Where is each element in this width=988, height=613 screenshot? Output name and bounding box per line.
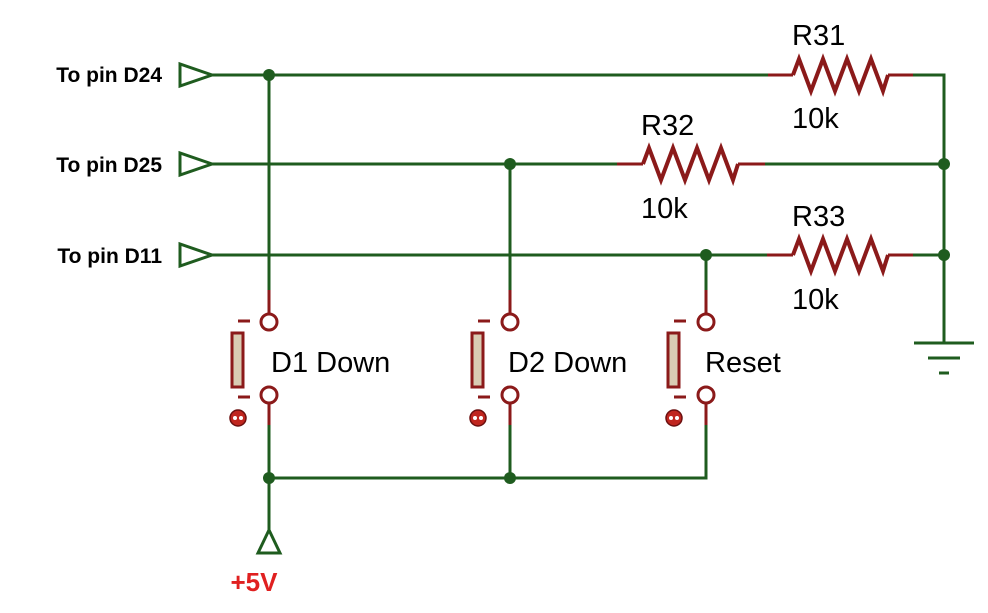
port-label-d11: To pin D11: [57, 245, 162, 268]
port-d24: To pin D24: [56, 61, 217, 89]
power-terminal: +5V: [231, 526, 283, 597]
switch-contact-top: [500, 312, 520, 332]
port-d11: To pin D11: [57, 241, 217, 269]
switch-button-icon: [469, 409, 487, 427]
resistor-zigzag: [641, 142, 740, 187]
switch-button-mark: [675, 416, 679, 420]
junction-d25: [504, 158, 516, 170]
junction-r33-gnd: [938, 249, 950, 261]
input-port-icon: [178, 150, 217, 178]
switch-plunger: [666, 331, 681, 389]
resistor-ref: R32: [641, 110, 694, 142]
power-label: +5V: [231, 567, 279, 597]
resistor-value: 10k: [641, 193, 688, 225]
junction-d11: [700, 249, 712, 261]
switch-d2-down: D2 Down: [469, 290, 627, 427]
resistor-zigzag: [791, 53, 890, 98]
junction-d24: [263, 69, 275, 81]
switch-plunger: [470, 331, 485, 389]
ground-icon: [914, 341, 974, 375]
switch-label: Reset: [705, 347, 781, 379]
input-port-icon: [178, 241, 217, 269]
switch-button-icon: [229, 409, 247, 427]
switch-label: D1 Down: [271, 347, 390, 379]
switch-contact-top: [696, 312, 716, 332]
resistor-value: 10k: [792, 284, 839, 316]
switch-contact-top: [259, 312, 279, 332]
switch-contact-bottom: [500, 385, 520, 405]
resistor-r32: R32 10k: [617, 110, 765, 225]
switch-button-mark: [473, 416, 477, 420]
switch-reset: Reset: [665, 290, 781, 427]
junctions: [263, 69, 950, 484]
switch-button-mark: [239, 416, 243, 420]
switch-plunger: [230, 331, 245, 389]
switch-contact-bottom: [696, 385, 716, 405]
junction-5v-left: [263, 472, 275, 484]
resistor-ref: R33: [792, 201, 845, 233]
switch-contact-bottom: [259, 385, 279, 405]
resistor-value: 10k: [792, 103, 839, 135]
switch-label: D2 Down: [508, 347, 627, 379]
port-label-d24: To pin D24: [56, 64, 162, 87]
junction-5v-mid: [504, 472, 516, 484]
input-port-icon: [178, 61, 217, 89]
port-label-d25: To pin D25: [56, 154, 162, 177]
resistor-zigzag: [791, 233, 890, 278]
port-d25: To pin D25: [56, 150, 217, 178]
resistor-ref: R31: [792, 20, 845, 52]
resistor-r31: R31 10k: [768, 20, 913, 135]
switch-button-icon: [665, 409, 683, 427]
switch-button-mark: [479, 416, 483, 420]
switch-button-mark: [669, 416, 673, 420]
switch-d1-down: D1 Down: [229, 290, 390, 427]
power-arrow-icon: [255, 526, 283, 555]
junction-r32-gnd: [938, 158, 950, 170]
switch-button-mark: [233, 416, 237, 420]
resistor-r33: R33 10k: [767, 201, 913, 316]
